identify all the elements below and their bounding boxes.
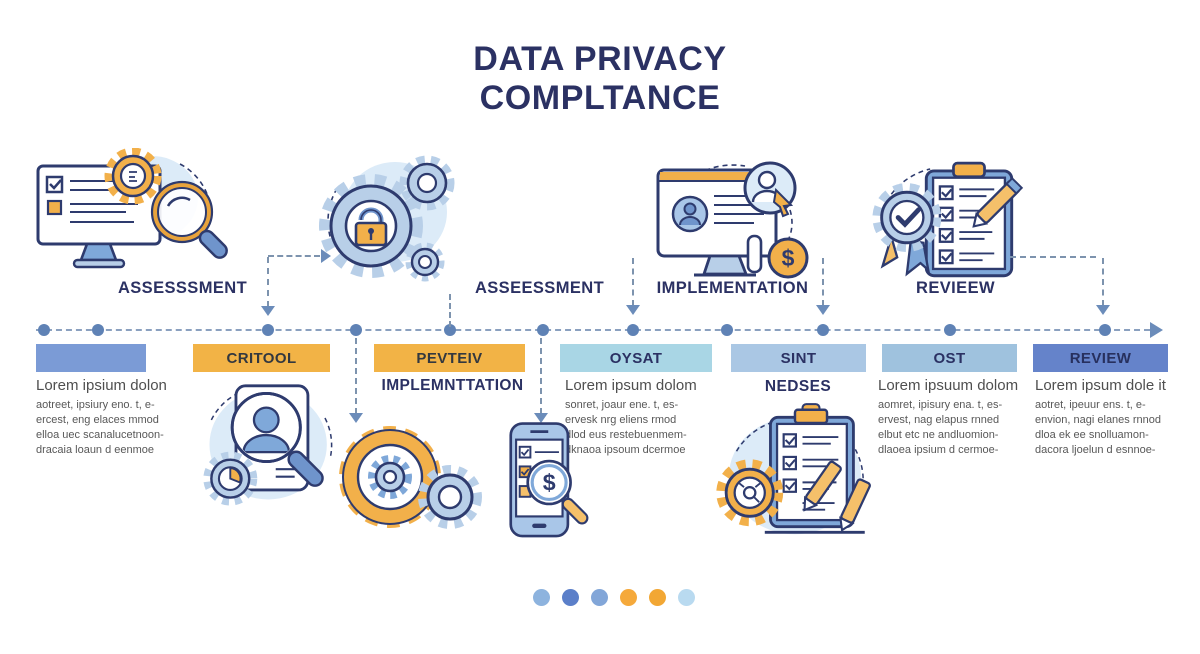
lorem-line: dknaoa ipsoum dcermoe [565,443,686,456]
browser-user-payment-icon: $ [650,152,810,280]
connector-7-down-arrow-icon [1096,305,1110,315]
timeline-dot [537,324,549,336]
bar-pevteiv: PEVTEIV [374,344,525,372]
lorem-heading: Lorem ipsuum dolom [878,377,1019,394]
bar-critool: CRITOOL [193,344,330,372]
connector-1-arrow-icon [321,249,331,263]
timeline-line [36,329,1150,331]
timeline-dot [944,324,956,336]
sub-label-implemnttation: IMPLEMNTTATION [381,377,524,394]
step-label-implementation: IMPLEMENTATION [656,279,809,297]
lorem-line: dlod eus restebuenmem- [565,428,687,441]
monitor-audit-icon [30,148,235,278]
timeline-dot [627,324,639,336]
connector-3-vertical [449,294,451,327]
step-label-asseessment: ASSEESSMENT [474,279,605,297]
dollar-glyph: $ [782,245,795,271]
lorem-block-2: Lorem ipsum dolom sonret, joaur ene. t, … [565,377,717,457]
bar-ost: OST [882,344,1017,372]
timeline-dot [262,324,274,336]
lorem-line: elloa uec scanalucetnoon- [36,428,164,441]
timeline-dot [721,324,733,336]
bar-review: REVIEW [1033,344,1168,372]
connector-1-vertical [267,257,269,307]
connector-5-down-arrow-icon [626,305,640,315]
timeline-dot [817,324,829,336]
page-title: DATA PRIVACY COMPLTANCE [0,40,1200,118]
bar-oysat: OYSAT [560,344,712,372]
double-gears-icon [330,425,490,533]
connector-7-vertical [1102,258,1104,306]
lorem-line: elbut etc ne andluomion- [878,428,999,441]
lorem-block-1: Lorem ipsium dolon aotreet, ipsiury eno.… [36,377,186,457]
connector-1-horizontal [268,255,320,257]
pager-dots [533,589,695,606]
lorem-line: ercest, eng elaces mmod [36,413,159,426]
pager-dot [620,589,637,606]
timeline-dot [1099,324,1111,336]
timeline-dot [38,324,50,336]
lorem-line: dlaoea ipsium d cermoe- [878,443,999,456]
lorem-line: aomret, ipisury ena. t, es- [878,399,1003,411]
sub-label-nedses: NEDSES [764,378,832,395]
step-label-assesssment: ASSESSSMENT [117,279,248,297]
connector-6-down-arrow-icon [816,305,830,315]
bar-blank [36,344,146,372]
lorem-heading: Lorem ipsum dole it [1035,377,1166,394]
pager-dot [591,589,608,606]
connector-2-down-arrow-icon [349,413,363,423]
lorem-line: dacora ljoelun d esnnoe- [1035,443,1156,456]
page-title-line2: COMPLTANCE [479,79,721,118]
lorem-line: dloa ek ee snolluamon- [1035,428,1149,441]
pager-dot [649,589,666,606]
connector-5-vertical [632,258,634,306]
bar-sint: SINT [731,344,866,372]
connector-6-vertical [822,258,824,306]
timeline-dot [92,324,104,336]
timeline-dot [444,324,456,336]
pager-dot [562,589,579,606]
lorem-heading: Lorem ipsum dolom [565,377,697,394]
pager-dot [533,589,550,606]
security-gears-lock-icon [305,150,470,285]
timeline-dot [350,324,362,336]
lorem-block-3: Lorem ipsuum dolom aomret, ipisury ena. … [878,377,1028,457]
connector-4-vertical [540,338,542,414]
pager-dot [678,589,695,606]
connector-7-horizontal [1010,256,1096,258]
lorem-line: sonret, joaur ene. t, es- [565,399,679,411]
page-title-line1: DATA PRIVACY [473,40,727,78]
dollar-glyph: $ [543,470,556,496]
lorem-line: ervesk nrg eliens rmod [565,413,677,426]
phone-audit-dollar-icon: $ [492,420,592,545]
lorem-line: ervest, nag elapus rnned [878,413,1000,426]
lorem-line: dracaia loaun d eenmoe [36,443,155,456]
lorem-line: envion, nagi elanes rnnod [1035,413,1161,426]
lorem-block-4: Lorem ipsum dole it aotret, ipeuur ens. … [1035,377,1187,457]
checklist-gear-pencil-icon [712,398,877,546]
connector-4-down-arrow-icon [534,413,548,423]
lorem-line: aotret, ipeuur ens. t, e- [1035,399,1146,411]
timeline-arrow-icon [1150,322,1163,338]
lorem-heading: Lorem ipsium dolon [36,377,167,394]
step-label-revieew: REVIEEW [916,279,995,297]
connector-2-vertical [355,338,357,414]
lorem-line: aotreet, ipsiury eno. t, e- [36,399,155,411]
profile-search-gear-icon [200,378,342,530]
certified-checklist-icon [870,155,1035,280]
connector-1-down-arrow-icon [261,306,275,316]
